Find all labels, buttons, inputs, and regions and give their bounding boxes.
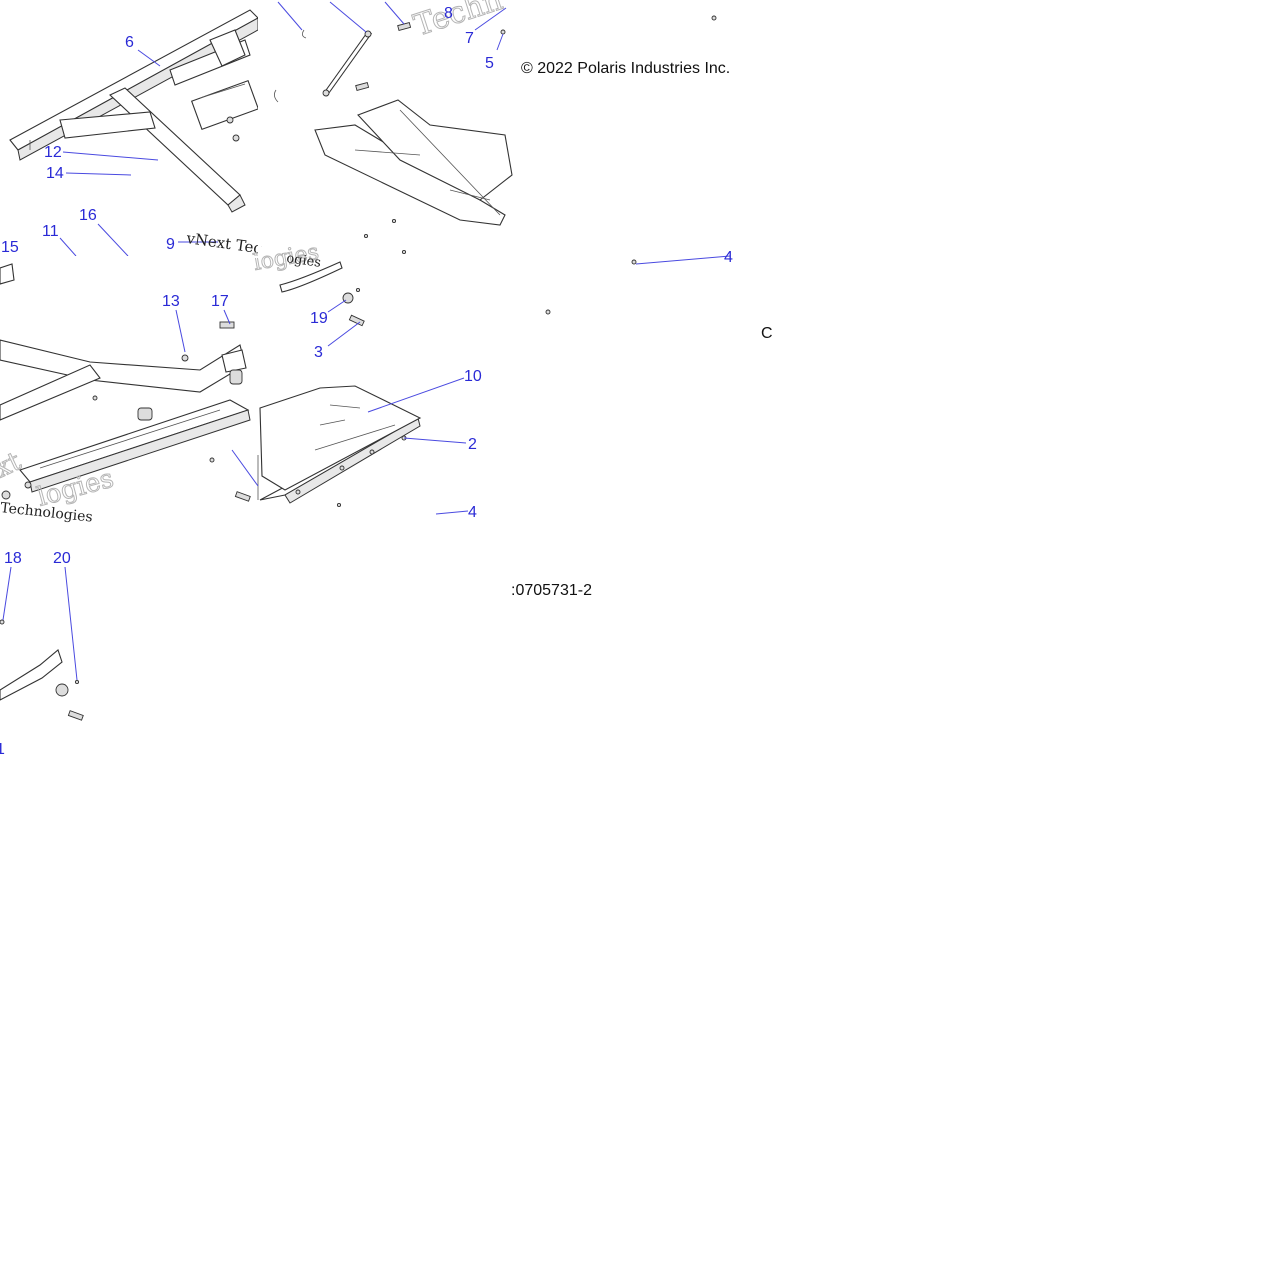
callout-8: 8 bbox=[444, 5, 453, 22]
callout-4-lower: 4 bbox=[468, 504, 477, 521]
callout-12: 12 bbox=[44, 144, 62, 161]
callout-19: 19 bbox=[310, 310, 328, 327]
callout-3: 3 bbox=[314, 344, 323, 361]
callout-15: 15 bbox=[1, 239, 19, 256]
watermark: Technologies bbox=[0, 500, 93, 526]
bolt bbox=[631, 259, 637, 265]
frame-rail-lower bbox=[0, 263, 251, 500]
lower-bracket bbox=[0, 619, 84, 721]
watermark: xt bbox=[0, 446, 26, 484]
callout-16: 16 bbox=[79, 207, 97, 224]
drawing-number: :0705731-2 bbox=[511, 582, 592, 599]
callout-labels: 6 8 7 5 12 14 16 11 15 9 4 13 17 19 3 10… bbox=[0, 5, 733, 758]
hardware-upper bbox=[274, 15, 717, 255]
callout-20: 20 bbox=[53, 550, 71, 567]
stray-letter: C bbox=[761, 325, 773, 342]
bolt bbox=[545, 309, 551, 315]
callout-1: 1 bbox=[0, 741, 5, 758]
watermark: Techn bbox=[410, 0, 507, 44]
callout-14: 14 bbox=[46, 165, 64, 182]
callout-6: 6 bbox=[125, 34, 134, 51]
callout-11: 11 bbox=[42, 223, 59, 240]
leader-lines bbox=[2, 1, 731, 681]
watermark-group: Techn vNext Tec logies ogies logies Tech… bbox=[0, 0, 507, 526]
frame-rail-upper bbox=[9, 9, 260, 213]
hood-panel bbox=[314, 99, 513, 226]
callout-13: 13 bbox=[162, 293, 180, 310]
callout-17: 17 bbox=[211, 293, 229, 310]
copyright-notice: © 2022 Polaris Industries Inc. bbox=[521, 60, 730, 77]
callout-18: 18 bbox=[4, 550, 22, 567]
callout-2: 2 bbox=[468, 436, 477, 453]
callout-9: 9 bbox=[166, 236, 175, 253]
skid-plate bbox=[259, 385, 422, 491]
callout-4: 4 bbox=[724, 249, 733, 266]
gas-strut bbox=[322, 30, 373, 97]
callout-10: 10 bbox=[464, 368, 482, 385]
callout-5: 5 bbox=[485, 55, 494, 72]
callout-7: 7 bbox=[465, 30, 474, 47]
watermark: ogies bbox=[285, 251, 321, 271]
